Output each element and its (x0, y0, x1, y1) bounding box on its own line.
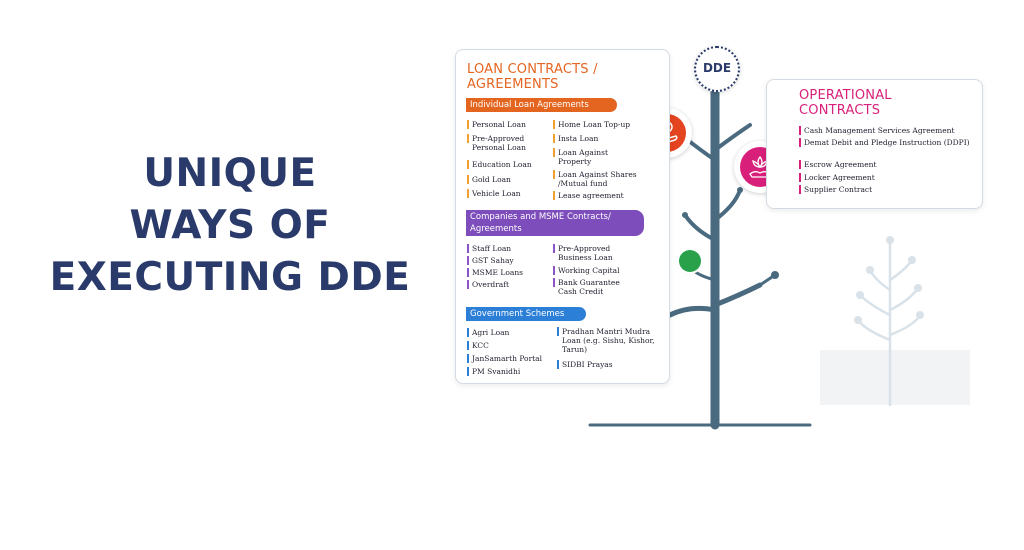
list-item: Vehicle Loan (467, 189, 557, 198)
government-schemes-heading: Government Schemes (466, 307, 586, 321)
list-item: Supplier Contract (799, 185, 975, 194)
list-item: Gold Loan (467, 175, 557, 184)
list-item: JanSamarth Portal (467, 354, 557, 363)
dde-logo-text: DDE (702, 61, 732, 75)
list-item: Loan Against Property (553, 148, 633, 166)
list-item: Loan Against Shares /Mutual fund (553, 170, 665, 188)
list-item: SIDBI Prayas (557, 360, 667, 369)
list-item: Bank Guarantee Cash Credit (553, 278, 633, 296)
individual-loans-heading: Individual Loan Agreements (466, 98, 617, 112)
headline-line-1: UNIQUE (143, 151, 317, 196)
list-item: Overdraft (467, 280, 557, 289)
list-item: Staff Loan (467, 244, 557, 253)
loan-contracts-card: LOAN CONTRACTS / AGREEMENTS Individual L… (455, 49, 670, 384)
faded-tree-illustration (820, 236, 970, 407)
list-item: Demat Debit and Pledge Instruction (DDPI… (799, 138, 975, 147)
list-item: Personal Loan (467, 120, 557, 129)
list-item: Cash Management Services Agreement (799, 126, 979, 135)
list-item: PM Svanidhi (467, 367, 557, 376)
dde-logo: DDE (694, 46, 740, 92)
loan-card-title: LOAN CONTRACTS / AGREEMENTS (467, 62, 598, 92)
green-dot-icon (679, 250, 701, 272)
ops-card-title: OPERATIONAL CONTRACTS (799, 88, 892, 118)
list-item: Pre-Approved Business Loan (553, 244, 633, 262)
headline: UNIQUE WAYS OF EXECUTING DDE (30, 148, 430, 304)
list-item: Pre-Approved Personal Loan (467, 134, 547, 152)
list-item: Locker Agreement (799, 173, 975, 182)
list-item: Pradhan Mantri Mudra Loan (e.g. Sishu, K… (557, 327, 667, 354)
list-item: Insta Loan (553, 134, 663, 143)
list-item: GST Sahay (467, 256, 557, 265)
list-item: Lease agreement (553, 191, 663, 200)
headline-line-3: EXECUTING DDE (49, 255, 411, 300)
headline-line-2: WAYS OF (129, 203, 331, 248)
list-item: Education Loan (467, 160, 557, 169)
list-item: Agri Loan (467, 328, 557, 337)
list-item: Working Capital (553, 266, 663, 275)
list-item: Home Loan Top-up (553, 120, 663, 129)
list-item: MSME Loans (467, 268, 557, 277)
companies-msme-heading: Companies and MSME Contracts/ Agreements (466, 210, 644, 236)
list-item: Escrow Agreement (799, 160, 975, 169)
operational-contracts-card: OPERATIONAL CONTRACTS Cash Management Se… (766, 79, 983, 209)
list-item: KCC (467, 341, 557, 350)
